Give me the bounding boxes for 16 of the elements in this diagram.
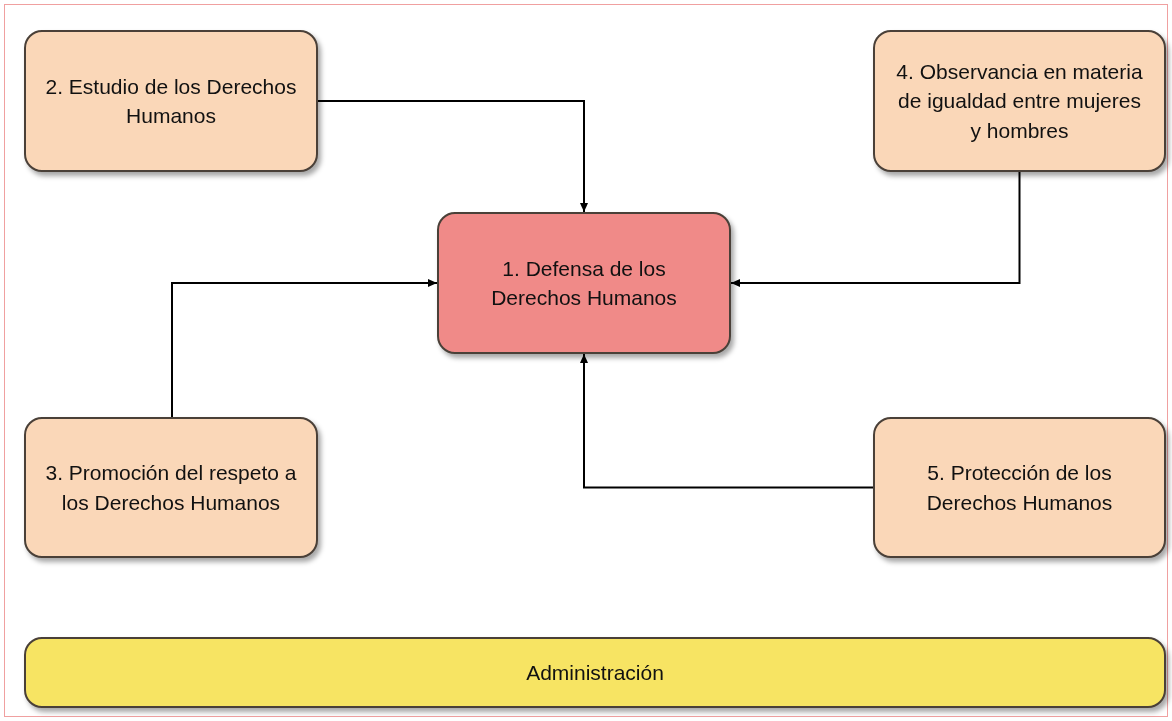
process-box — [873, 30, 1166, 172]
node-text: 4. Observancia en materia de igualdad entre mujeres y hombres — [895, 58, 1144, 144]
arrow — [171, 279, 438, 418]
node-text: 3. Promoción del respeto a los Derechos Humanos — [44, 460, 298, 516]
process-box — [24, 30, 318, 172]
node-text: 5. Protección de los Derechos Humanos — [925, 460, 1114, 516]
node-text: 1. Defensa de los Derechos Humanos — [490, 255, 678, 311]
arrow — [317, 100, 588, 213]
arrow — [730, 171, 1021, 287]
process-box — [437, 212, 731, 354]
node-text: Administración — [526, 659, 664, 686]
process-box — [873, 417, 1166, 558]
process-box — [24, 417, 318, 558]
arrow — [580, 353, 874, 489]
banner-box — [24, 637, 1166, 708]
node-text: 2. Estudio de los Derechos Humanos — [44, 73, 298, 129]
